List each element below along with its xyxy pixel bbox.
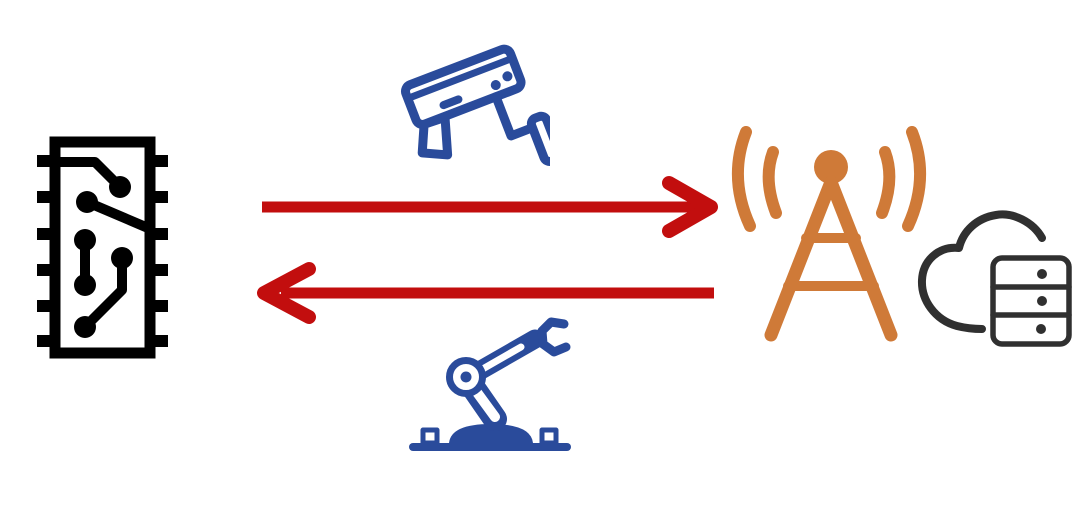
chip-trace-node (74, 316, 96, 338)
signal-wave-left-outer (732, 126, 756, 232)
server-led (1037, 296, 1047, 306)
server-led (1036, 324, 1046, 334)
tower-leg-left (764, 175, 838, 342)
signal-wave-right-outer (902, 126, 926, 232)
chip-body (49, 136, 156, 359)
chip-trace (53, 157, 125, 192)
robot-gripper (537, 317, 571, 357)
chip-trace-node (109, 176, 131, 198)
camera-top-cover-line (408, 56, 512, 101)
arrow-left (257, 262, 714, 324)
robot-group (409, 317, 571, 451)
cloud-outline (917, 210, 1046, 333)
chip-traces (53, 157, 153, 338)
chip-trace-node (74, 274, 96, 296)
arrows-group (257, 176, 718, 324)
chip-group (37, 136, 168, 359)
camera-led (490, 80, 501, 91)
chip-trace (80, 253, 127, 332)
chip-trace (82, 197, 153, 233)
arrow-right-head (662, 176, 718, 238)
robot-arm-icon (409, 317, 571, 451)
circuit-chip-icon (37, 136, 168, 359)
camera-mount-bracket (526, 111, 550, 166)
robot-ground-block (539, 427, 559, 446)
robot-ground-block (420, 427, 440, 446)
arrow-left-head (257, 262, 316, 324)
tower-beacon (814, 150, 848, 184)
robot-base-dome (449, 424, 533, 443)
camera-group (400, 44, 550, 166)
signal-wave-left-inner (762, 146, 782, 219)
cloud-server-group (917, 210, 1073, 351)
cloud-server-icon (917, 210, 1073, 351)
tower-leg-right (824, 175, 898, 342)
cctv-camera-icon (400, 44, 550, 166)
signal-wave-right-inner (876, 146, 896, 219)
tower-group (732, 126, 926, 342)
arrow-right (262, 176, 718, 238)
radio-tower-icon (732, 126, 926, 342)
camera-mount-arm (491, 92, 539, 141)
camera-slot (439, 95, 463, 110)
camera-led (502, 71, 513, 82)
robot-joint-center (460, 371, 472, 383)
server-led (1037, 269, 1047, 279)
server-rack (990, 255, 1072, 347)
